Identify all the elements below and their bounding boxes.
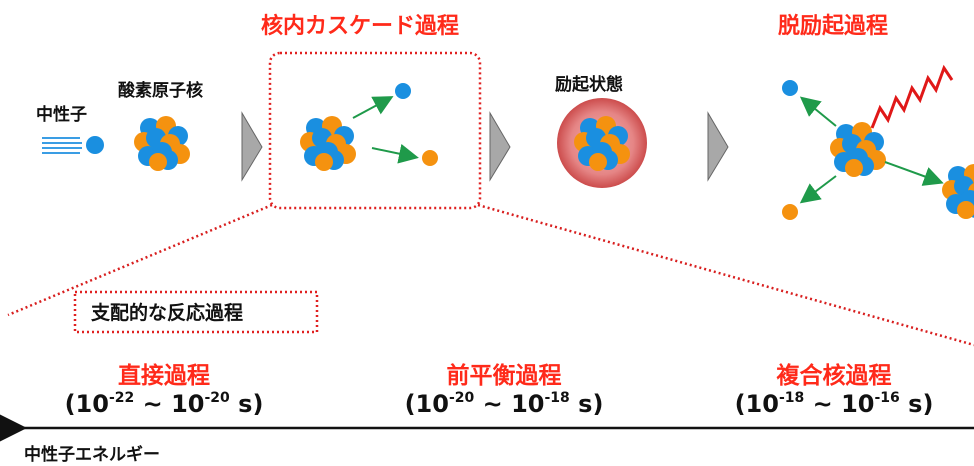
gamma-ray	[870, 64, 954, 129]
neutron-energy-label: 中性子エネルギー	[24, 445, 160, 465]
process-name: 前平衡過程	[446, 363, 562, 389]
ejected-proton	[395, 83, 411, 99]
process-name: 複合核過程	[776, 363, 892, 389]
deexcitation-title: 脱励起過程	[778, 14, 889, 39]
process-compound: 複合核過程 (10-18 ~ 10-16 s)	[704, 356, 964, 418]
incoming-neutron	[42, 136, 104, 154]
process-time: (10-20 ~ 10-18 s)	[404, 390, 604, 418]
dominant-reaction-box	[73, 290, 319, 334]
neutron-label: 中性子	[36, 105, 87, 125]
cascade-title: 核内カスケード過程	[261, 14, 460, 39]
oxygen-nucleus-label: 酸素原子核	[118, 81, 203, 101]
fragment-nucleus	[942, 164, 974, 219]
step-arrow-3	[707, 111, 729, 182]
process-time: (10-18 ~ 10-16 s)	[734, 390, 934, 418]
process-preequilibrium: 前平衡過程 (10-20 ~ 10-18 s)	[374, 356, 634, 418]
zoom-line-right	[477, 203, 974, 347]
ejected-neutron	[422, 150, 438, 166]
oxygen-nucleus	[134, 116, 190, 171]
cascade-box	[268, 51, 482, 210]
step-arrow-2	[489, 111, 511, 182]
excited-state-label: 励起状態	[555, 75, 623, 95]
process-time: (10-22 ~ 10-20 s)	[64, 390, 264, 418]
process-direct: 直接過程 (10-22 ~ 10-20 s)	[34, 356, 294, 418]
deexciting-nucleus	[830, 122, 886, 177]
dominant-reaction-label: 支配的な反応過程	[91, 302, 244, 324]
process-name: 直接過程	[118, 363, 210, 389]
step-arrow-1	[241, 111, 263, 182]
cascade-nucleus	[300, 116, 356, 171]
